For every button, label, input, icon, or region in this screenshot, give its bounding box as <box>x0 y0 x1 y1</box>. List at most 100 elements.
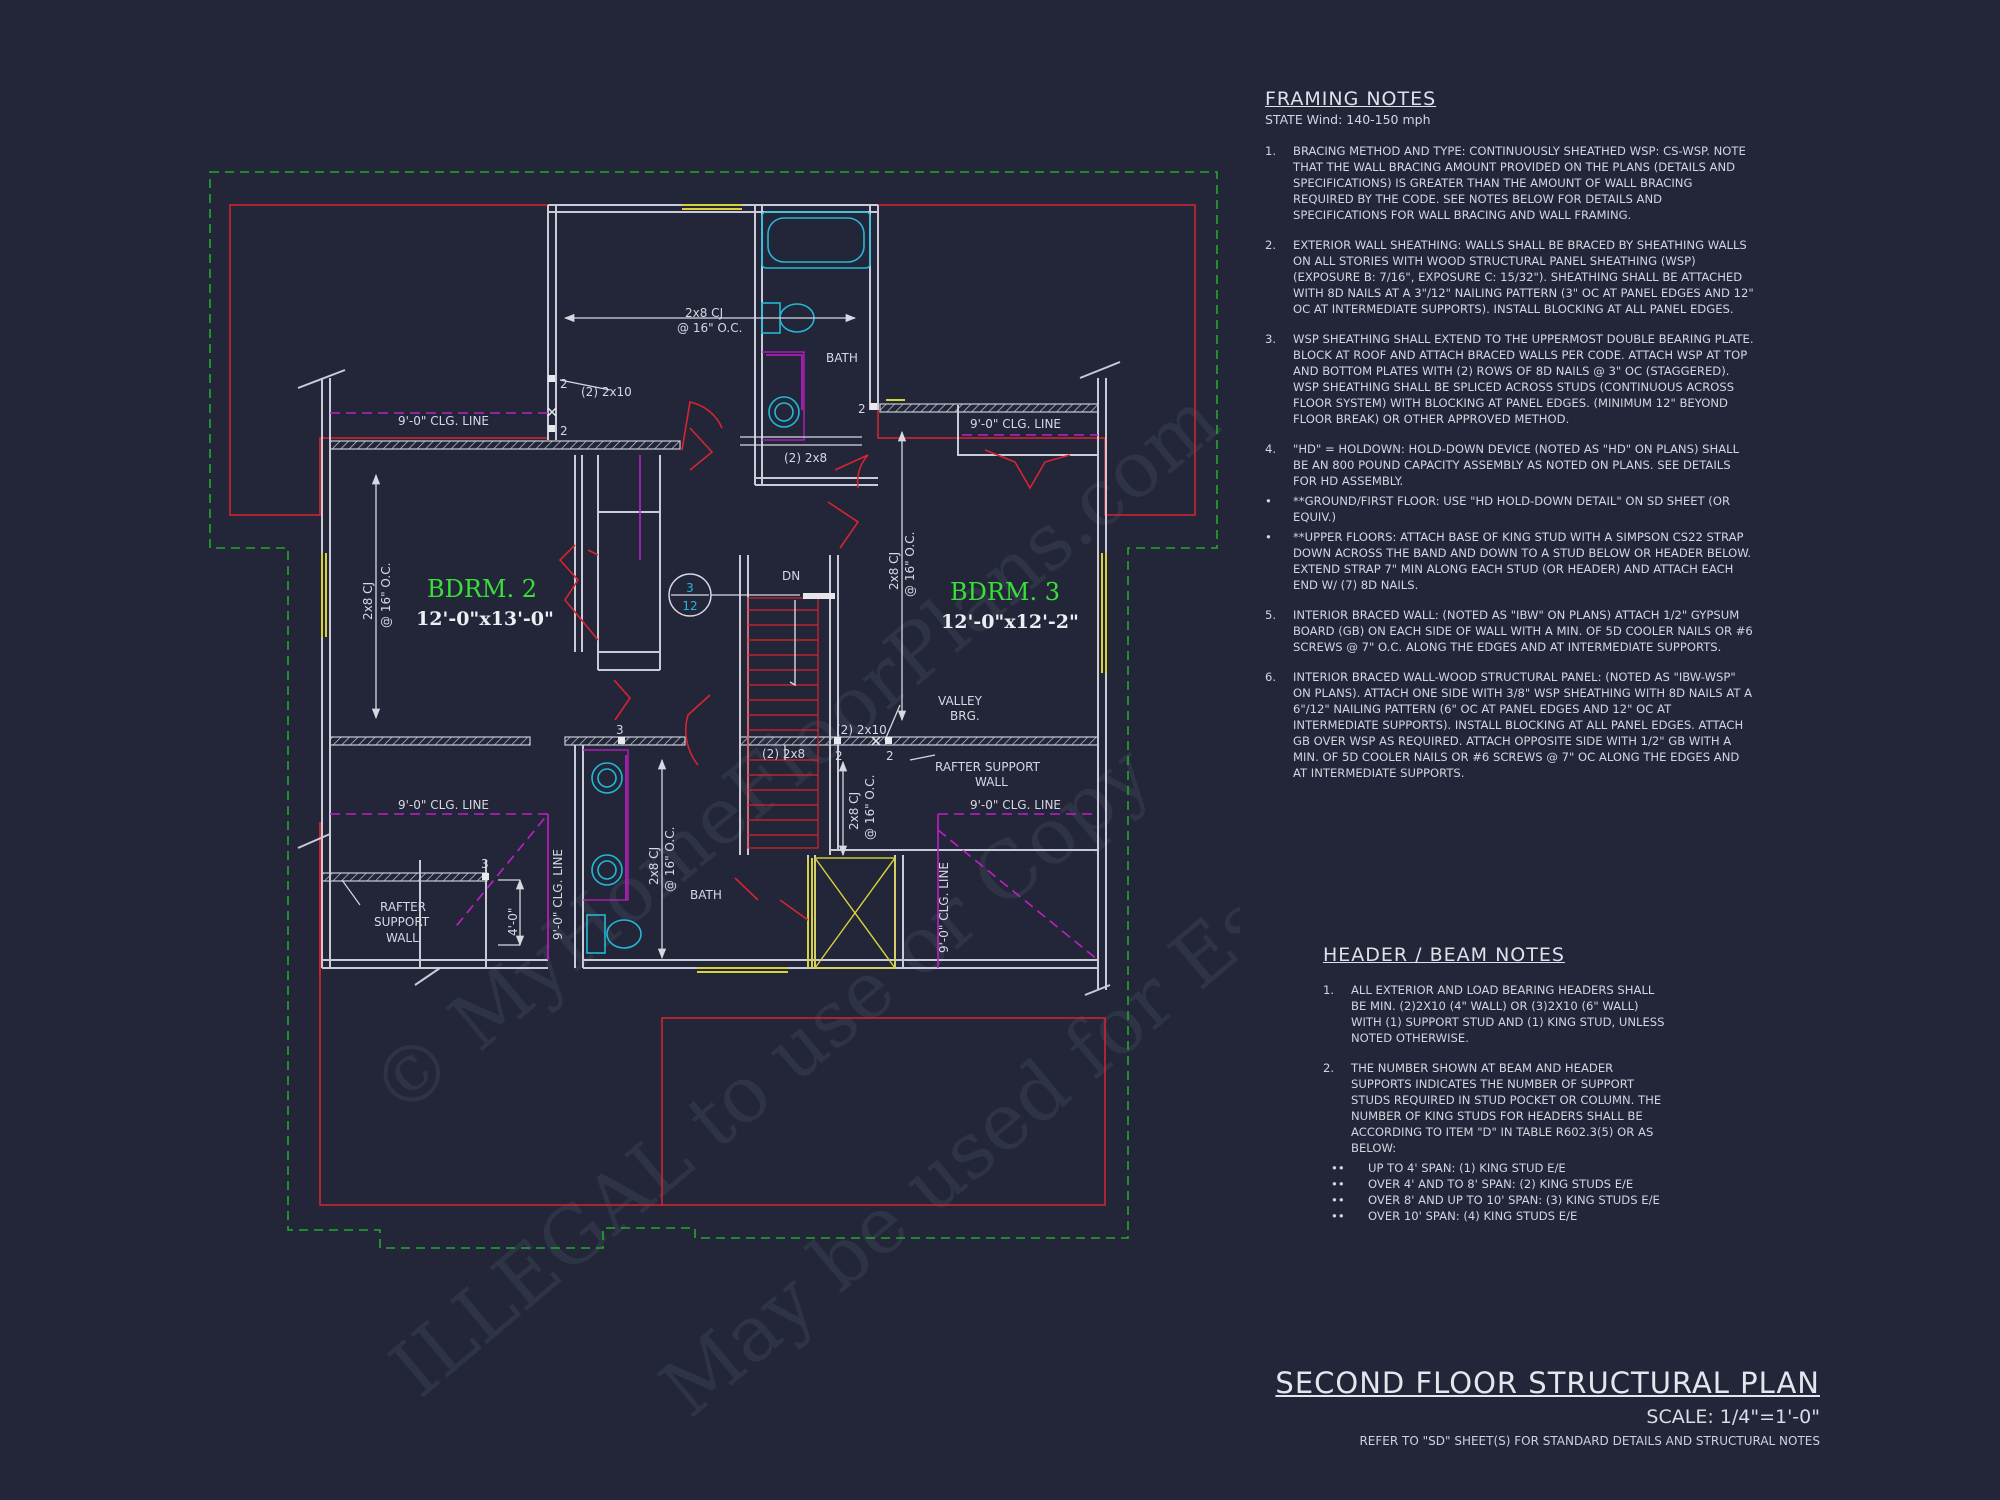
clg-line-vertical-right: 9'-0" CLG. LINE <box>937 862 951 953</box>
windows <box>321 204 1107 973</box>
header-note-1: 1. ALL EXTERIOR AND LOAD BEARING HEADERS … <box>1323 982 1668 1046</box>
header-2x10-mid: (2) 2x10 <box>836 723 887 737</box>
framing-note-number: • <box>1265 494 1272 508</box>
framing-note-4: 4. "HD" = HOLDOWN: HOLD-DOWN DEVICE (NOTE… <box>1265 441 1755 489</box>
header-notes-sublist: •• UP TO 4' SPAN: (1) KING STUD E/E •• OVER… <box>1323 1160 1668 1224</box>
ceiling-lines <box>330 354 1099 968</box>
cj-stair-size: 2x8 CJ <box>847 792 861 830</box>
rafter-support-left-2: SUPPORT <box>374 915 430 929</box>
header-beam-notes: HEADER / BEAM NOTES 1. ALL EXTERIOR AND L… <box>1323 944 1668 1224</box>
header-notes-list: 1. ALL EXTERIOR AND LOAD BEARING HEADERS … <box>1323 982 1668 1156</box>
header-subnote-text: UP TO 4' SPAN: (1) KING STUD E/E <box>1368 1161 1566 1175</box>
shower <box>814 857 896 969</box>
framing-notes-subtitle: STATE Wind: 140-150 mph <box>1265 112 1431 127</box>
framing-note-text: INTERIOR BRACED WALL: (NOTED AS "IBW" ON… <box>1293 608 1753 654</box>
header-note-text: ALL EXTERIOR AND LOAD BEARING HEADERS SH… <box>1351 983 1665 1045</box>
framing-note-number: 5. <box>1265 608 1277 622</box>
stud-count-3-left: 3 <box>481 857 489 871</box>
framing-note-text: EXTERIOR WALL SHEATHING: WALLS SHALL BE … <box>1293 238 1754 316</box>
pitch-rise: 3 <box>686 581 694 595</box>
vanity-line-top <box>762 351 805 441</box>
sheet-title: SECOND FLOOR STRUCTURAL PLAN <box>1275 1366 1820 1400</box>
framing-note-text: "HD" = HOLDOWN: HOLD-DOWN DEVICE (NOTED … <box>1293 442 1740 488</box>
framing-note-text: INTERIOR BRACED WALL-WOOD STRUCTURAL PAN… <box>1293 670 1753 780</box>
cj-left-size: 2x8 CJ <box>361 582 375 620</box>
header-subnote-number: •• <box>1331 1177 1345 1191</box>
header-subnote-text: OVER 4' AND TO 8' SPAN: (2) KING STUDS E… <box>1368 1177 1634 1191</box>
framing-note-number: 6. <box>1265 670 1277 684</box>
rafter-support-left-3: WALL <box>386 931 419 945</box>
framing-note-number: 4. <box>1265 442 1277 456</box>
header-note-number: 2. <box>1323 1061 1335 1075</box>
header-subnote-number: •• <box>1331 1209 1345 1223</box>
sheet-scale: SCALE: 1/4"=1'-0" <box>1646 1406 1820 1428</box>
valley-brg-line-2: BRG. <box>950 709 980 723</box>
doors <box>558 401 1071 921</box>
clg-line-top-left: 9'-0" CLG. LINE <box>398 414 489 428</box>
cj-right-spacing: @ 16" O.C. <box>903 532 917 597</box>
framing-note-number: • <box>1265 530 1272 544</box>
header-subnote-3: •• OVER 8' AND UP TO 10' SPAN: (3) KING S… <box>1323 1192 1668 1208</box>
framing-note-number: 3. <box>1265 332 1277 346</box>
clg-line-bottom-right: 9'-0" CLG. LINE <box>970 798 1061 812</box>
rafter-support-right-1: RAFTER SUPPORT <box>935 760 1041 774</box>
room-name-bath-top: BATH <box>826 351 858 365</box>
header-note-text: THE NUMBER SHOWN AT BEAM AND HEADER SUPP… <box>1351 1061 1662 1155</box>
stud-markers <box>482 375 892 880</box>
header-note-2: 2. THE NUMBER SHOWN AT BEAM AND HEADER SU… <box>1323 1060 1668 1156</box>
header-note-number: 1. <box>1323 983 1335 997</box>
framing-note-8: 6. INTERIOR BRACED WALL-WOOD STRUCTURAL P… <box>1265 669 1755 781</box>
room-name-bath-bottom: BATH <box>690 888 722 902</box>
cj-bath-size: 2x8 CJ <box>647 847 661 885</box>
framing-note-text: BRACING METHOD AND TYPE: CONTINUOUSLY SH… <box>1293 144 1746 222</box>
clg-line-top-right: 9'-0" CLG. LINE <box>970 417 1061 431</box>
header-x-mark <box>547 407 881 746</box>
cj-left-spacing: @ 16" O.C. <box>379 563 393 628</box>
framing-note-number: 2. <box>1265 238 1277 252</box>
framing-note-1: 1. BRACING METHOD AND TYPE: CONTINUOUSLY … <box>1265 143 1755 223</box>
joist-arrows <box>371 313 936 960</box>
framing-notes-title: FRAMING NOTES <box>1265 88 1437 110</box>
bath-fixtures <box>586 211 871 954</box>
cj-top-size: 2x8 CJ <box>685 306 723 320</box>
framing-notes-list: 1. BRACING METHOD AND TYPE: CONTINUOUSLY … <box>1265 143 1755 781</box>
stud-count-bath: 2 <box>858 402 866 416</box>
stair-landing-mark <box>803 593 835 599</box>
header-2x8-bath: (2) 2x8 <box>784 451 827 465</box>
stud-count-top-1: 2 <box>560 377 568 391</box>
room-size-bdrm-2: 12'-0"x13'-0" <box>416 608 554 630</box>
framing-note-text: **UPPER FLOORS: ATTACH BASE OF KING STUD… <box>1293 530 1752 592</box>
floor-plan-drawing: © MyHomeFloorPlans.com ILLEGAL to use or… <box>209 171 1240 1435</box>
stud-count-3-mid: 3 <box>616 723 624 737</box>
clg-line-vertical-left: 9'-0" CLG. LINE <box>551 849 565 940</box>
header-subnote-number: •• <box>1331 1193 1345 1207</box>
stud-count-top-2: 2 <box>560 424 568 438</box>
room-size-bdrm-3: 12'-0"x12'-2" <box>941 611 1079 633</box>
framing-note-7: 5. INTERIOR BRACED WALL: (NOTED AS "IBW" … <box>1265 607 1755 655</box>
header-notes-title: HEADER / BEAM NOTES <box>1323 944 1565 966</box>
pitch-run: 12 <box>682 599 697 613</box>
rafter-support-left-1: RAFTER <box>380 900 426 914</box>
framing-note-number: 1. <box>1265 144 1277 158</box>
roof-pitch-symbol: 3 12 <box>668 573 800 617</box>
header-2x8-mid: (2) 2x8 <box>762 747 805 761</box>
header-subnote-text: OVER 8' AND UP TO 10' SPAN: (3) KING STU… <box>1368 1193 1660 1207</box>
framing-note-text: **GROUND/FIRST FLOOR: USE "HD HOLD-DOWN … <box>1293 494 1731 524</box>
sheet-reference: REFER TO "SD" SHEET(S) FOR STANDARD DETA… <box>1359 1434 1820 1448</box>
valley-brg-line-1: VALLEY <box>938 694 983 708</box>
plan-annotations: BATH BATH 9'-0" CLG. LINE 9'-0" CLG. LIN… <box>361 306 1061 953</box>
title-block: SECOND FLOOR STRUCTURAL PLAN SCALE: 1/4"… <box>1270 1366 1820 1448</box>
header-2x10-top: (2) 2x10 <box>581 385 632 399</box>
framing-note-5: • **GROUND/FIRST FLOOR: USE "HD HOLD-DOWN… <box>1265 493 1755 525</box>
lower-floor-outline <box>209 171 1218 1249</box>
header-subnote-number: •• <box>1331 1161 1345 1175</box>
stair-direction-line <box>789 600 796 687</box>
framing-note-6: • **UPPER FLOORS: ATTACH BASE OF KING STU… <box>1265 529 1755 593</box>
framing-notes: FRAMING NOTES STATE Wind: 140-150 mph 1.… <box>1265 88 1755 795</box>
stud-count-mid-1: 2 <box>835 749 843 763</box>
framing-note-3: 3.WSP SHEATHING SHALL EXTEND TO THE UPPE… <box>1265 331 1755 427</box>
cj-stair-spacing: @ 16" O.C. <box>863 775 877 840</box>
rafter-support-right-2: WALL <box>975 775 1008 789</box>
header-subnote-text: OVER 10' SPAN: (4) KING STUDS E/E <box>1368 1209 1578 1223</box>
cj-bath-spacing: @ 16" O.C. <box>663 827 677 892</box>
